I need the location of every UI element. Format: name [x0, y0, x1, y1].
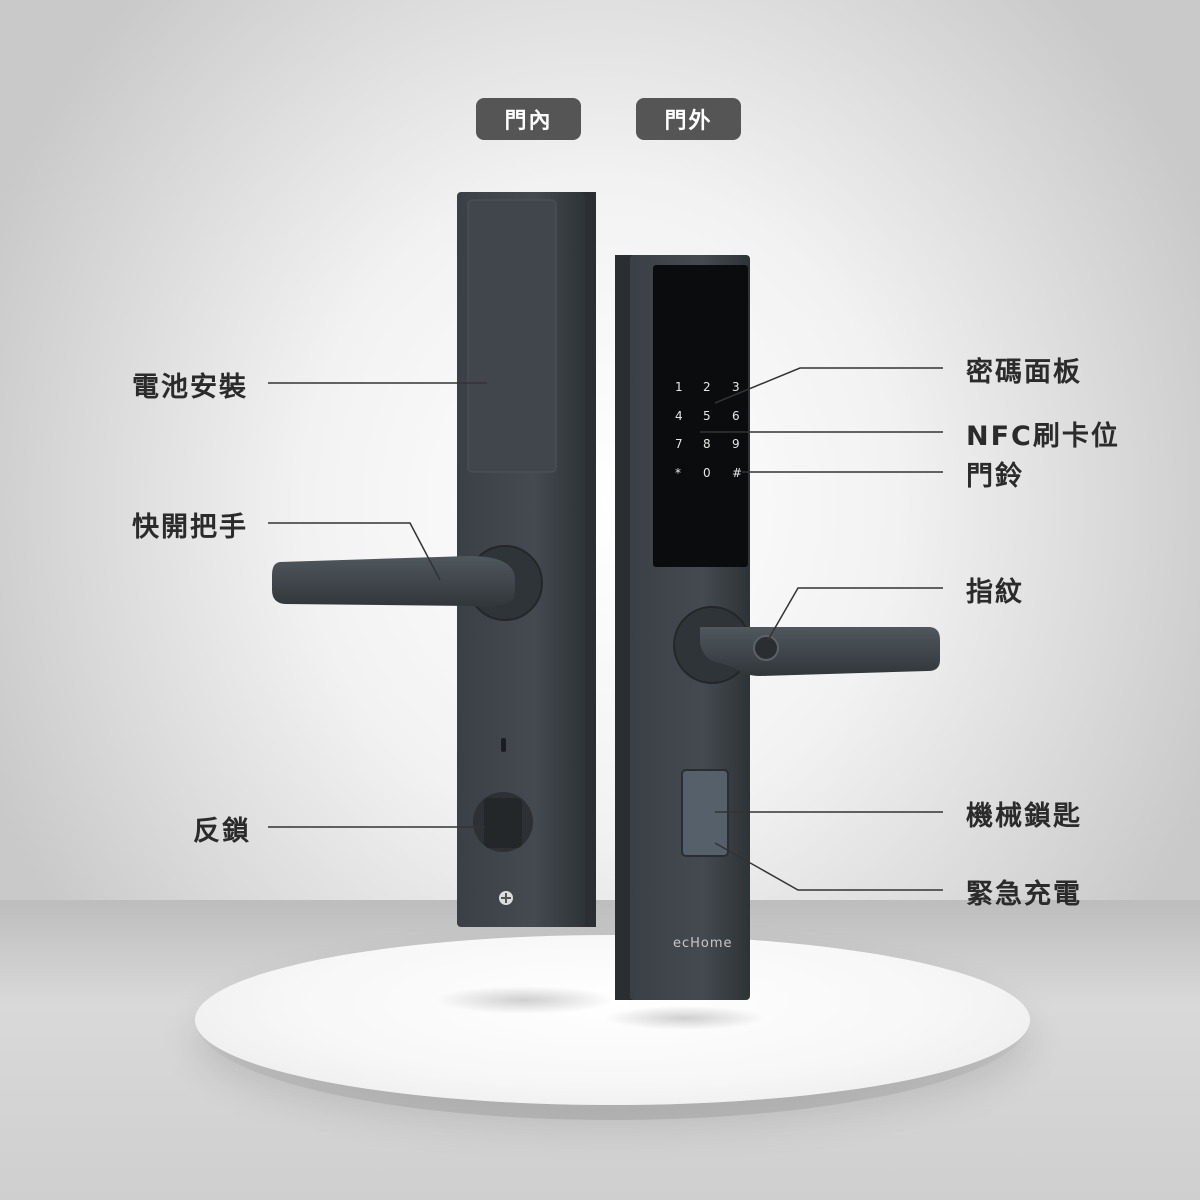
line-fingerprint — [767, 587, 943, 641]
quick-open-handle — [272, 556, 515, 607]
brand-logo: ecHome — [673, 936, 733, 951]
label-fingerprint: 指紋 — [966, 577, 1024, 608]
line-emergency — [714, 842, 943, 891]
keypad-key: * — [675, 466, 681, 480]
label-doorbell: 門鈴 — [966, 461, 1024, 492]
key-cover — [681, 769, 729, 857]
keypad-key: 7 — [675, 437, 683, 451]
keypad-key: 2 — [703, 380, 711, 394]
keypad-key: 5 — [703, 409, 711, 423]
inner-lock-shadow — [435, 986, 615, 1014]
tag-inside: 門內 — [476, 98, 581, 140]
line-keypad — [714, 367, 943, 404]
label-deadbolt: 反鎖 — [193, 816, 251, 847]
keypad-key: 0 — [703, 466, 711, 480]
keypad-key: 3 — [732, 380, 740, 394]
outer-lock-shadow — [605, 1006, 765, 1030]
label-mech-key: 機械鎖匙 — [966, 801, 1082, 832]
keypad-key: 4 — [675, 409, 683, 423]
keypad-key: 8 — [703, 437, 711, 451]
keypad-key: 1 — [675, 380, 683, 394]
keypad-key: # — [732, 466, 743, 480]
keypad-key: 6 — [732, 409, 740, 423]
line-quick-handle — [268, 522, 441, 581]
label-battery: 電池安裝 — [132, 372, 248, 403]
keypad-key: 9 — [732, 437, 740, 451]
deadbolt-knob — [473, 792, 533, 852]
label-quick-handle: 快開把手 — [132, 512, 248, 543]
label-nfc: NFC刷卡位 — [966, 421, 1120, 452]
outer-handle — [700, 627, 940, 676]
tag-outside: 門外 — [636, 98, 741, 140]
label-keypad: 密碼面板 — [966, 357, 1082, 388]
label-emergency: 緊急充電 — [966, 879, 1082, 910]
